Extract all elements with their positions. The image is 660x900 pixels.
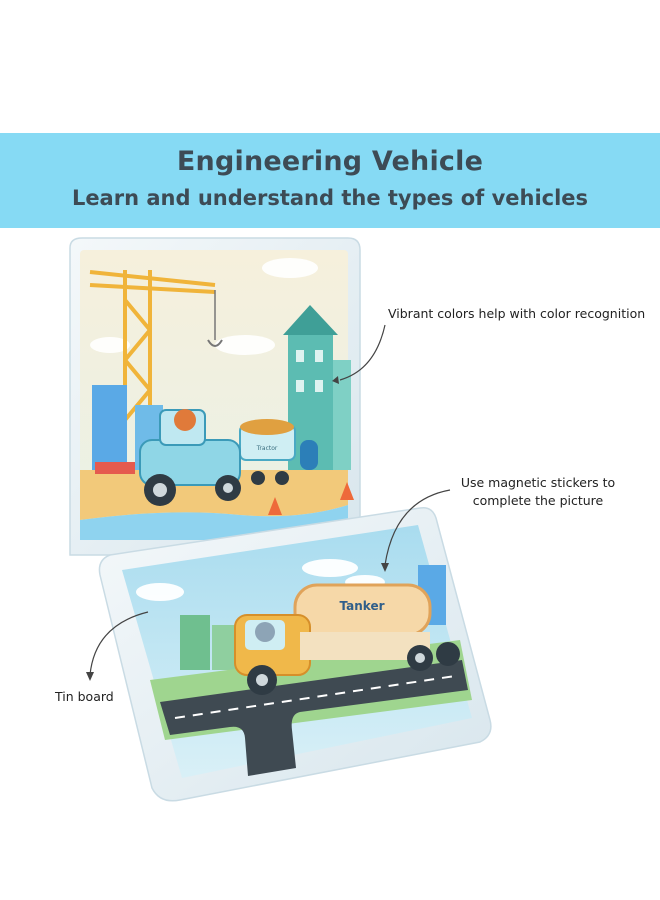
callout-magnetic-stickers: Use magnetic stickers to complete the pi… [443,474,633,510]
tin-tray: Tanker [98,506,492,802]
tanker-label: Tanker [340,599,385,613]
tanker-truck-icon: Tanker [234,583,460,695]
callout-arrows [86,324,451,681]
callout-color-recognition: Vibrant colors help with color recogniti… [388,306,646,321]
callout-magnetic-stickers-line1: Use magnetic stickers to [460,475,616,490]
tin-lid: Tractor [69,237,361,556]
header-banner [0,133,660,228]
tractor-icon: Tractor [139,409,296,506]
tractor-label: Tractor [256,445,278,452]
page-title: Engineering Vehicle [176,146,484,177]
callout-magnetic-stickers-line2: complete the picture [472,493,604,509]
callout-tin-board: Tin board [55,689,114,704]
page-subtitle: Learn and understand the types of vehicl… [71,186,589,210]
